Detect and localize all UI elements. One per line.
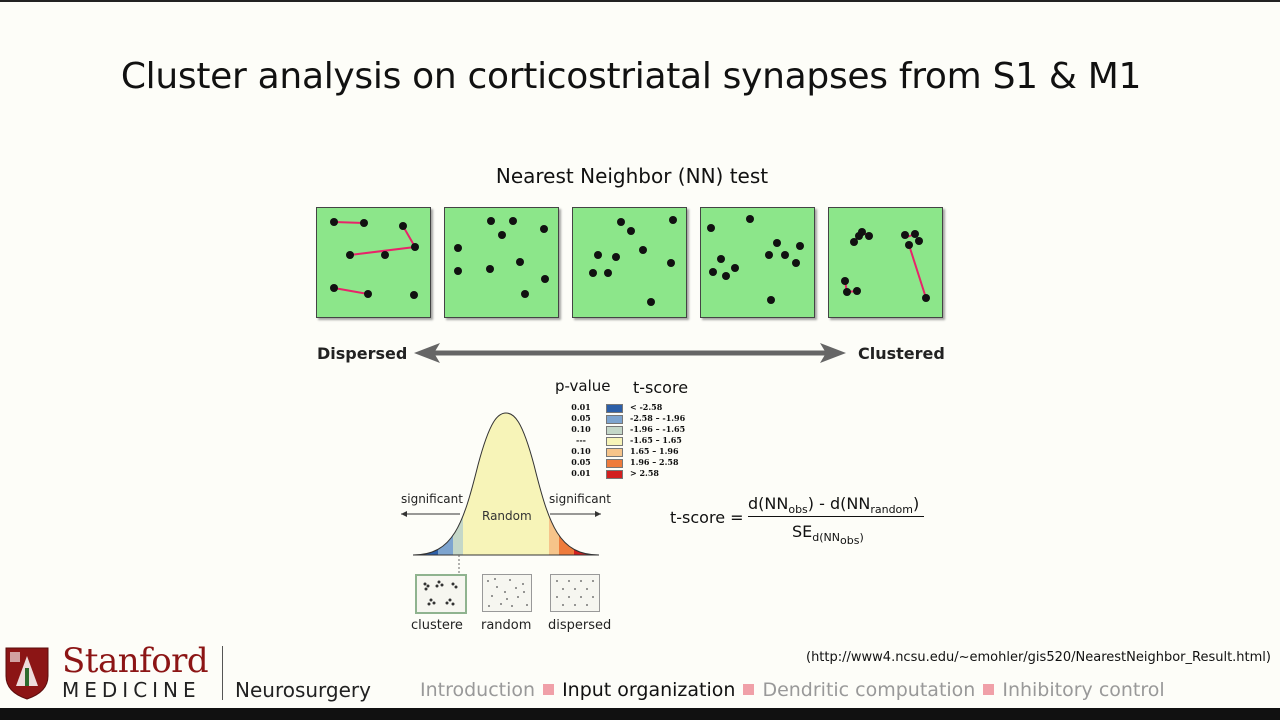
nav-dendritic-computation[interactable]: Dendritic computation (762, 679, 976, 701)
formula-den-sub-b: obs (840, 534, 860, 548)
significant-right-label: significant (549, 492, 611, 506)
logo-medicine-text: MEDICINE (62, 678, 201, 702)
formula-numerator: d(NNobs) - d(NNrandom) (748, 494, 919, 516)
thumb-clustered-label: clustere (411, 618, 463, 633)
normal-curve (401, 412, 601, 573)
significant-left-label: significant (401, 492, 463, 506)
formula-denominator: SEd(NNobs) (792, 522, 864, 547)
legend-t: -2.58 – -1.96 (630, 413, 686, 423)
formula-den-sub-end: ) (859, 531, 864, 545)
legend-p: 0.01 (571, 468, 591, 478)
thumb-random-graphic (487, 578, 528, 607)
legend-p: 0.05 (571, 413, 591, 423)
legend-swatch (606, 470, 623, 479)
formula-num-end: ) (913, 494, 920, 513)
legend-swatch (606, 437, 623, 446)
double-arrow (414, 343, 846, 363)
nn-panel-2 (444, 207, 559, 318)
top-border (0, 0, 1280, 2)
random-label: Random (482, 509, 532, 523)
legend-p: 0.10 (571, 424, 591, 434)
formula-num-a-sub: obs (788, 503, 808, 517)
nn-panel-4 (700, 207, 815, 318)
formula-num-mid: ) - d(NN (807, 494, 871, 513)
thumb-random-label: random (481, 618, 532, 633)
formula-fraction-bar (748, 516, 924, 517)
formula-den-sub-a: d(NN (812, 531, 840, 545)
label-clustered: Clustered (858, 344, 945, 363)
stanford-shield-icon (5, 647, 49, 700)
legend-p: 0.01 (571, 402, 591, 412)
legend-p: 0.05 (571, 457, 591, 467)
nav-separator (983, 684, 995, 695)
logo-divider (222, 646, 223, 700)
thumb-clustered-graphic (423, 580, 458, 606)
legend-t: -1.65 – 1.65 (630, 435, 682, 445)
pvalue-header: p-value (555, 377, 611, 395)
formula-num-a: d(NN (748, 494, 789, 513)
legend-swatch (606, 415, 623, 424)
legend-swatch (606, 426, 623, 435)
legend-p: --- (576, 435, 586, 445)
legend-swatch (606, 459, 623, 468)
legend-t: < -2.58 (630, 402, 663, 412)
panel-clustered-graphic (841, 228, 930, 302)
legend-t: 1.65 – 1.96 (630, 446, 679, 456)
legend-t: > 2.58 (630, 468, 659, 478)
nav-input-organization[interactable]: Input organization (562, 679, 736, 701)
legend-swatch (606, 448, 623, 457)
formula-den-sub: d(NNobs) (812, 531, 864, 548)
legend-p: 0.10 (571, 446, 591, 456)
bottom-bar (0, 708, 1280, 720)
nn-panel-dispersed (316, 207, 431, 318)
panel-3-graphic (589, 216, 677, 306)
tscore-header: t-score (633, 378, 689, 397)
section-nav: Introduction Input organization Dendritic … (420, 679, 1165, 701)
legend-t: -1.96 – -1.65 (630, 424, 686, 434)
nav-inhibitory-control[interactable]: Inhibitory control (1002, 679, 1165, 701)
panel-2-graphic (454, 217, 549, 298)
thumb-dispersed (550, 574, 600, 612)
legend-swatch (606, 404, 623, 413)
figure-subtitle: Nearest Neighbor (NN) test (495, 164, 769, 188)
formula-lhs: t-score = (670, 508, 744, 527)
legend-t: 1.96 – 2.58 (630, 457, 679, 467)
nav-separator (543, 684, 555, 695)
panel-dispersed-graphic (330, 218, 419, 299)
nn-panel-3 (572, 207, 687, 318)
thumb-random (482, 574, 532, 612)
nn-panel-clustered (828, 207, 943, 318)
logo-stanford-text: Stanford (62, 641, 209, 681)
thumb-dispersed-graphic (556, 580, 594, 606)
nn-panels (316, 207, 943, 318)
formula-den: SE (792, 522, 813, 541)
thumb-clustered (415, 574, 467, 614)
slide-title: Cluster analysis on corticostriatal syna… (120, 56, 1142, 97)
label-dispersed: Dispersed (317, 344, 408, 363)
thumb-dispersed-label: dispersed (548, 618, 612, 633)
formula-num-b-sub: random (870, 503, 913, 517)
panel-4-graphic (707, 215, 804, 304)
nav-separator (743, 684, 755, 695)
department-label: Neurosurgery (235, 678, 371, 702)
source-url[interactable]: (http://www4.ncsu.edu/~emohler/gis520/Ne… (806, 650, 1271, 665)
nav-introduction[interactable]: Introduction (420, 679, 536, 701)
